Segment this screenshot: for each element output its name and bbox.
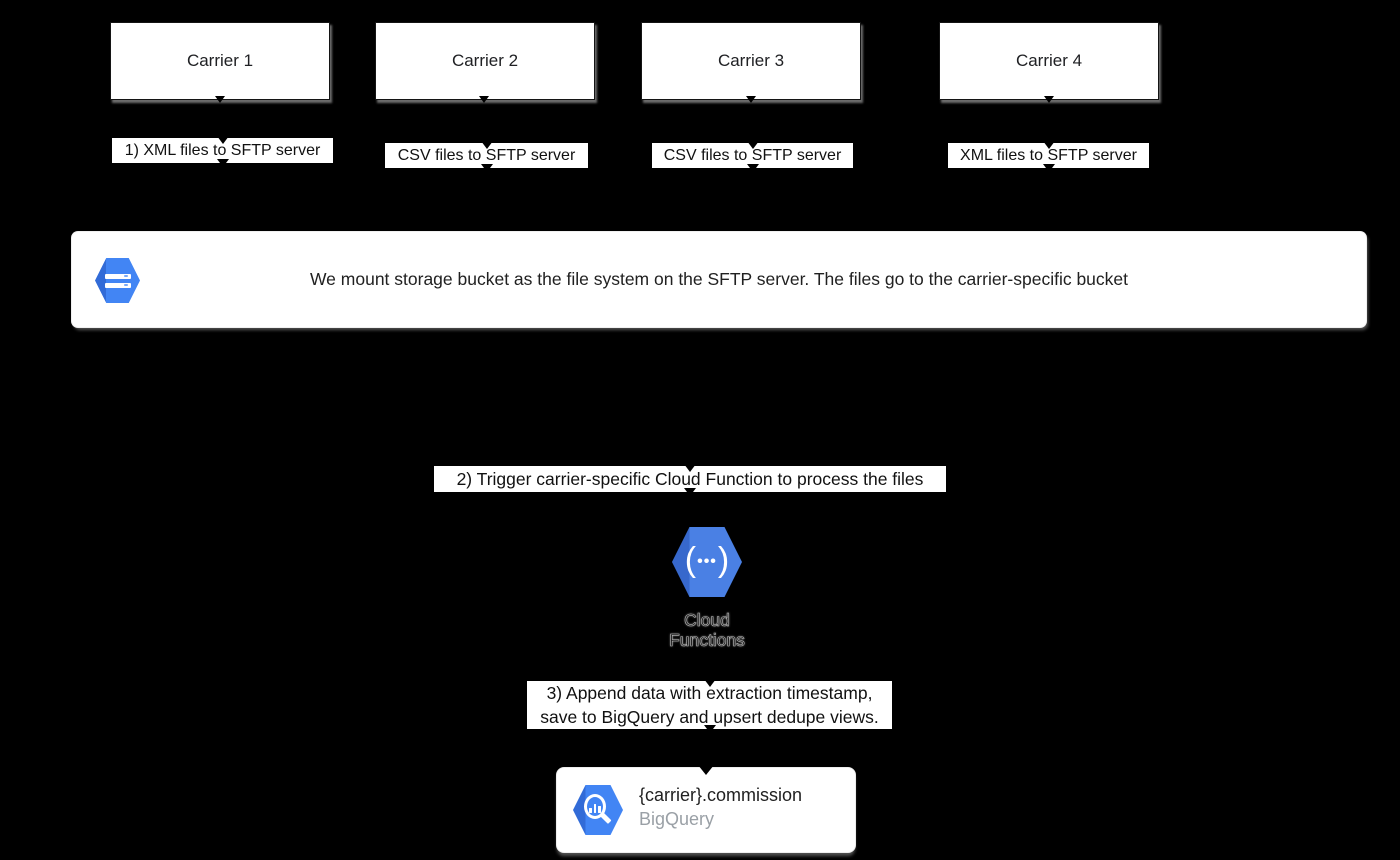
storage-banner: We mount storage bucket as the file syst…	[72, 232, 1366, 327]
carrier-2-note: CSV files to SFTP server	[397, 147, 576, 164]
arrow-notch	[1042, 141, 1055, 149]
magnifier-lens-icon	[584, 794, 606, 819]
carrier-3-note: CSV files to SFTP server	[663, 147, 842, 164]
step-2-text: 2) Trigger carrier-specific Cloud Functi…	[456, 469, 924, 489]
carrier-3-box: Carrier 3	[641, 22, 861, 100]
arrow-notch	[216, 159, 229, 167]
arrow-notch	[684, 464, 696, 472]
arrow-notch	[746, 96, 756, 103]
arrow-notch	[215, 96, 225, 103]
cloud-storage-icon	[95, 258, 140, 303]
arrow-notch	[216, 136, 229, 144]
carrier-1-note: 1) XML files to SFTP server	[124, 142, 321, 159]
chart-bar	[589, 808, 592, 813]
step-2-chip: 2) Trigger carrier-specific Cloud Functi…	[434, 464, 946, 496]
arrow-notch	[684, 488, 696, 496]
carrier-1-note-chip: 1) XML files to SFTP server	[112, 136, 333, 167]
cloud-functions-icon: ( ••• )	[672, 527, 742, 597]
paren-close: )	[717, 541, 730, 579]
cloud-functions-caption: Cloud Functions	[607, 610, 807, 651]
carrier-1-box: Carrier 1	[110, 22, 330, 100]
carrier-4-note: XML files to SFTP server	[960, 147, 1137, 164]
bigquery-card: {carrier}.commission BigQuery	[557, 765, 855, 852]
carrier-3-label: Carrier 3	[717, 51, 785, 70]
arrow-notch	[703, 679, 716, 687]
carrier-1-label: Carrier 1	[186, 51, 254, 70]
step-3-chip: 3) Append data with extraction timestamp…	[527, 679, 892, 733]
arrow-notch	[1044, 96, 1054, 103]
carrier-4-note-chip: XML files to SFTP server	[948, 141, 1149, 172]
cloud-functions-caption-line1: Cloud	[684, 610, 730, 631]
arrow-notch	[746, 141, 759, 149]
cloud-functions-caption-line2: Functions	[669, 630, 745, 651]
chart-bar	[598, 806, 601, 813]
bigquery-table-name: {carrier}.commission	[639, 785, 803, 805]
carrier-4-box: Carrier 4	[939, 22, 1159, 100]
bigquery-product-label: BigQuery	[639, 809, 715, 829]
storage-bar	[104, 282, 131, 288]
carrier-4-label: Carrier 4	[1015, 51, 1083, 70]
carrier-2-label: Carrier 2	[451, 51, 519, 70]
ellipsis-dots: •••	[697, 553, 717, 570]
step-3-line1: 3) Append data with extraction timestamp…	[546, 683, 873, 703]
arrow-notch	[480, 164, 493, 172]
chart-bar	[593, 804, 597, 813]
storage-banner-text: We mount storage bucket as the file syst…	[309, 269, 1128, 289]
arrow-notch	[1042, 164, 1055, 172]
step-3-line2: save to BigQuery and upsert dedupe views…	[540, 707, 879, 727]
storage-bar	[104, 273, 131, 279]
carrier-3-note-chip: CSV files to SFTP server	[652, 141, 853, 172]
magnifier-handle-icon	[599, 811, 612, 825]
paren-open: (	[684, 541, 697, 579]
arrow-notch	[480, 141, 493, 149]
bigquery-card-text: {carrier}.commission BigQuery	[639, 783, 802, 831]
carrier-2-box: Carrier 2	[375, 22, 595, 100]
arrow-notch	[698, 765, 714, 775]
arrow-notch	[746, 164, 759, 172]
bigquery-icon	[573, 785, 623, 835]
arrow-notch	[479, 96, 489, 103]
arrow-notch	[703, 725, 716, 733]
cloud-functions-glyph: ( ••• )	[684, 541, 730, 579]
carrier-2-note-chip: CSV files to SFTP server	[385, 141, 588, 172]
